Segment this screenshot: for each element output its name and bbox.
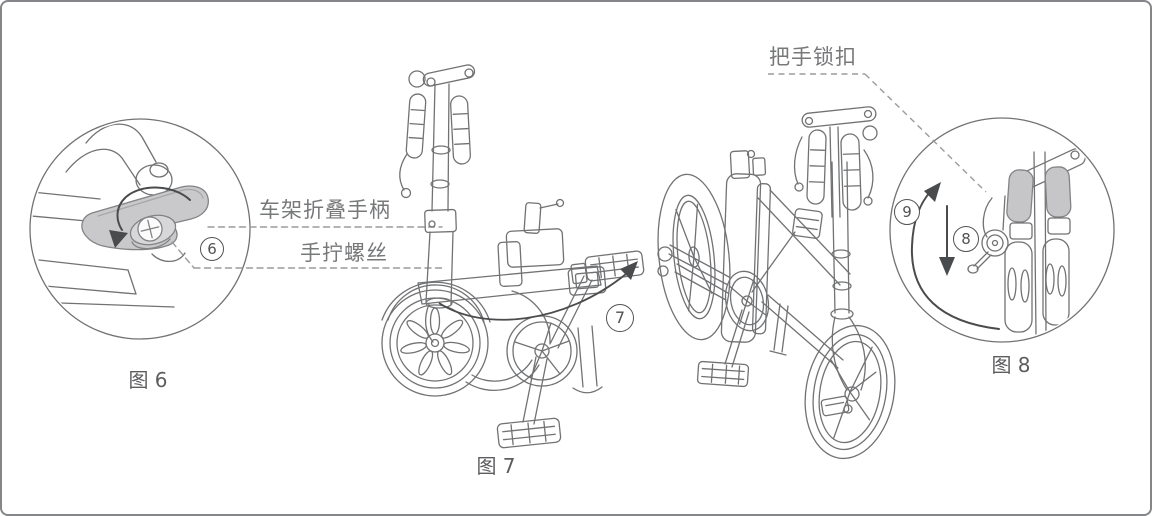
fig7-fold-arrow [438, 261, 638, 321]
fig8-rotate-arrow [910, 182, 1000, 330]
crankset [496, 250, 645, 449]
bell-icon [408, 70, 426, 88]
fig6-leader-lines [171, 226, 443, 269]
fig8-slide-down-arrow [939, 205, 955, 276]
folded-bike-front [657, 106, 896, 460]
handle-grip-left [1006, 169, 1034, 223]
figure8-caption: 图 8 [991, 353, 1031, 377]
label-frame-folding-handle: 车架折叠手柄 [259, 198, 391, 222]
bell-icon [862, 125, 878, 141]
callout-step-6: 6 [200, 237, 224, 261]
fig8-detail-view [889, 117, 1115, 343]
fig6-circle-frame [29, 118, 251, 340]
folded-bike-side [381, 64, 645, 449]
front-wheel-angled [804, 324, 896, 460]
chainring [724, 270, 770, 332]
callout-step-7: 7 [606, 304, 634, 332]
handlebar-latch-knob [981, 229, 1009, 257]
fig8-circle-frame [889, 117, 1115, 343]
label-handlebar-latch: 把手锁扣 [769, 45, 857, 69]
fig6-interior [32, 123, 209, 308]
figure7-caption: 图 7 [476, 454, 516, 478]
figure6-caption: 图 6 [128, 368, 168, 392]
callout-step-9: 9 [894, 199, 920, 225]
handle-grip-right [1044, 166, 1072, 218]
fig6-detail-view [29, 118, 443, 340]
fig6-rotate-arrow [109, 186, 191, 248]
fig8-interior [967, 147, 1086, 335]
fig8-leader-lines [768, 73, 987, 193]
label-thumb-screw: 手拧螺丝 [300, 241, 388, 265]
front-wheel [381, 289, 489, 397]
callout-step-8: 8 [953, 226, 979, 252]
